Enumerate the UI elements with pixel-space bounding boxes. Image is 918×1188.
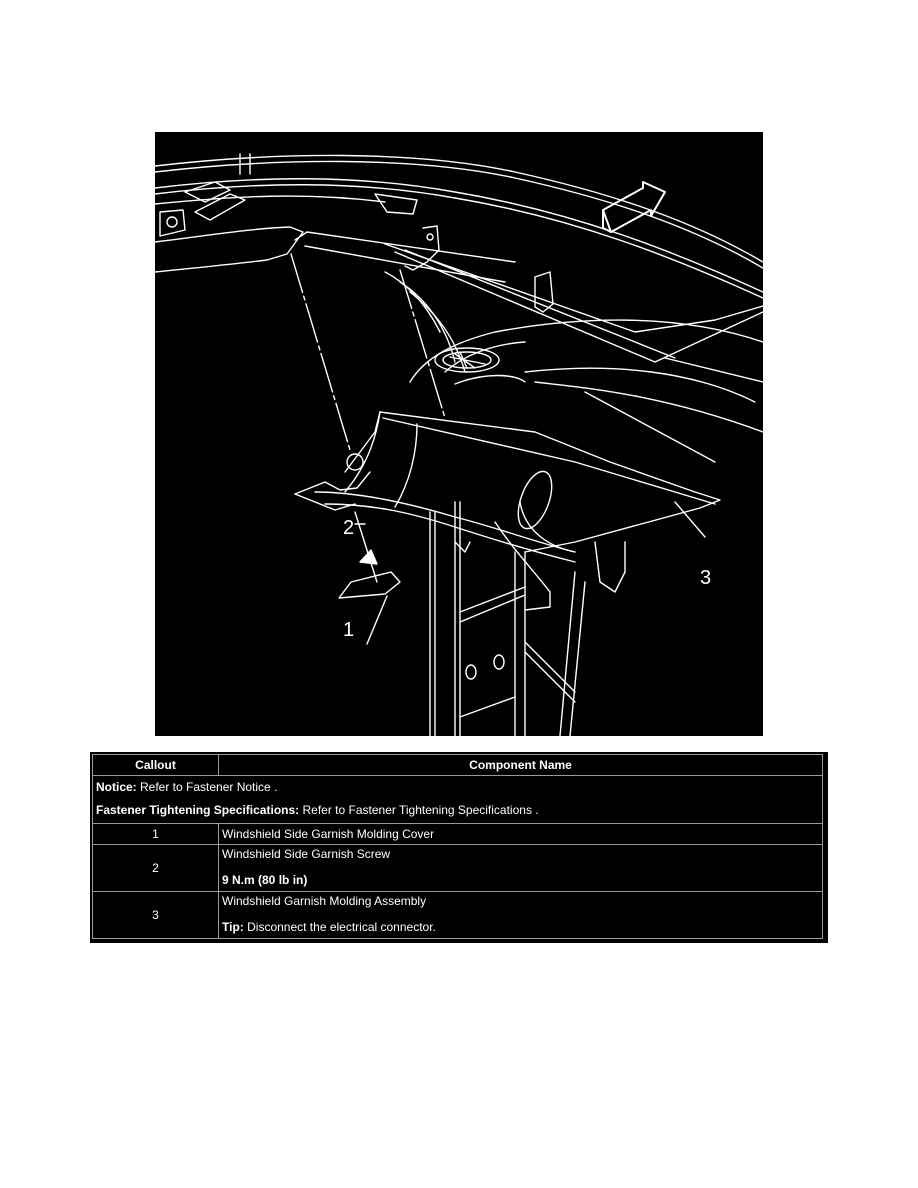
illustration-figure: 1 2 3	[155, 132, 763, 736]
callout-number: 1	[92, 823, 219, 845]
callout-label-3: 3	[700, 567, 712, 589]
callout-label-1: 1	[343, 619, 355, 641]
table-row: 3 Windshield Garnish Molding Assembly Ti…	[92, 891, 823, 939]
tip-label: Tip:	[222, 920, 244, 934]
notice-text: Refer to Fastener Notice .	[136, 780, 278, 794]
tip-text: Disconnect the electrical connector.	[243, 920, 436, 934]
callout-number: 3	[92, 891, 219, 939]
spec-label: Fastener Tightening Specifications:	[96, 803, 300, 817]
notice-row: Notice: Refer to Fastener Notice . Faste…	[92, 775, 823, 824]
component-cell: Windshield Garnish Molding Assembly Tip:…	[218, 891, 823, 939]
header-callout: Callout	[92, 754, 219, 776]
table-header-row: Callout Component Name	[92, 754, 823, 776]
torque-spec: 9 N.m (80 lb in)	[222, 870, 819, 890]
table-row: 1 Windshield Side Garnish Molding Cover	[92, 823, 823, 845]
callout-number: 2	[92, 844, 219, 892]
tip-line: Tip: Disconnect the electrical connector…	[222, 917, 819, 937]
component-name: Windshield Side Garnish Molding Cover	[218, 823, 823, 845]
garnish-molding-diagram	[155, 153, 763, 736]
notice-cell: Notice: Refer to Fastener Notice . Faste…	[92, 775, 823, 824]
notice-label: Notice:	[96, 780, 137, 794]
table-row: 2 Windshield Side Garnish Screw 9 N.m (8…	[92, 844, 823, 892]
callout-label-2: 2	[343, 517, 355, 539]
torque-value: 9 N.m (80 lb in)	[222, 873, 308, 887]
notice-line: Notice: Refer to Fastener Notice .	[96, 778, 819, 801]
component-name: Windshield Garnish Molding Assembly	[222, 894, 427, 908]
spec-text: Refer to Fastener Tightening Specificati…	[299, 803, 539, 817]
callout-table: Callout Component Name Notice: Refer to …	[92, 754, 823, 939]
spec-line: Fastener Tightening Specifications: Refe…	[96, 801, 819, 820]
component-cell: Windshield Side Garnish Screw 9 N.m (80 …	[218, 844, 823, 892]
component-name: Windshield Side Garnish Screw	[222, 847, 391, 861]
header-component-name: Component Name	[218, 754, 823, 776]
